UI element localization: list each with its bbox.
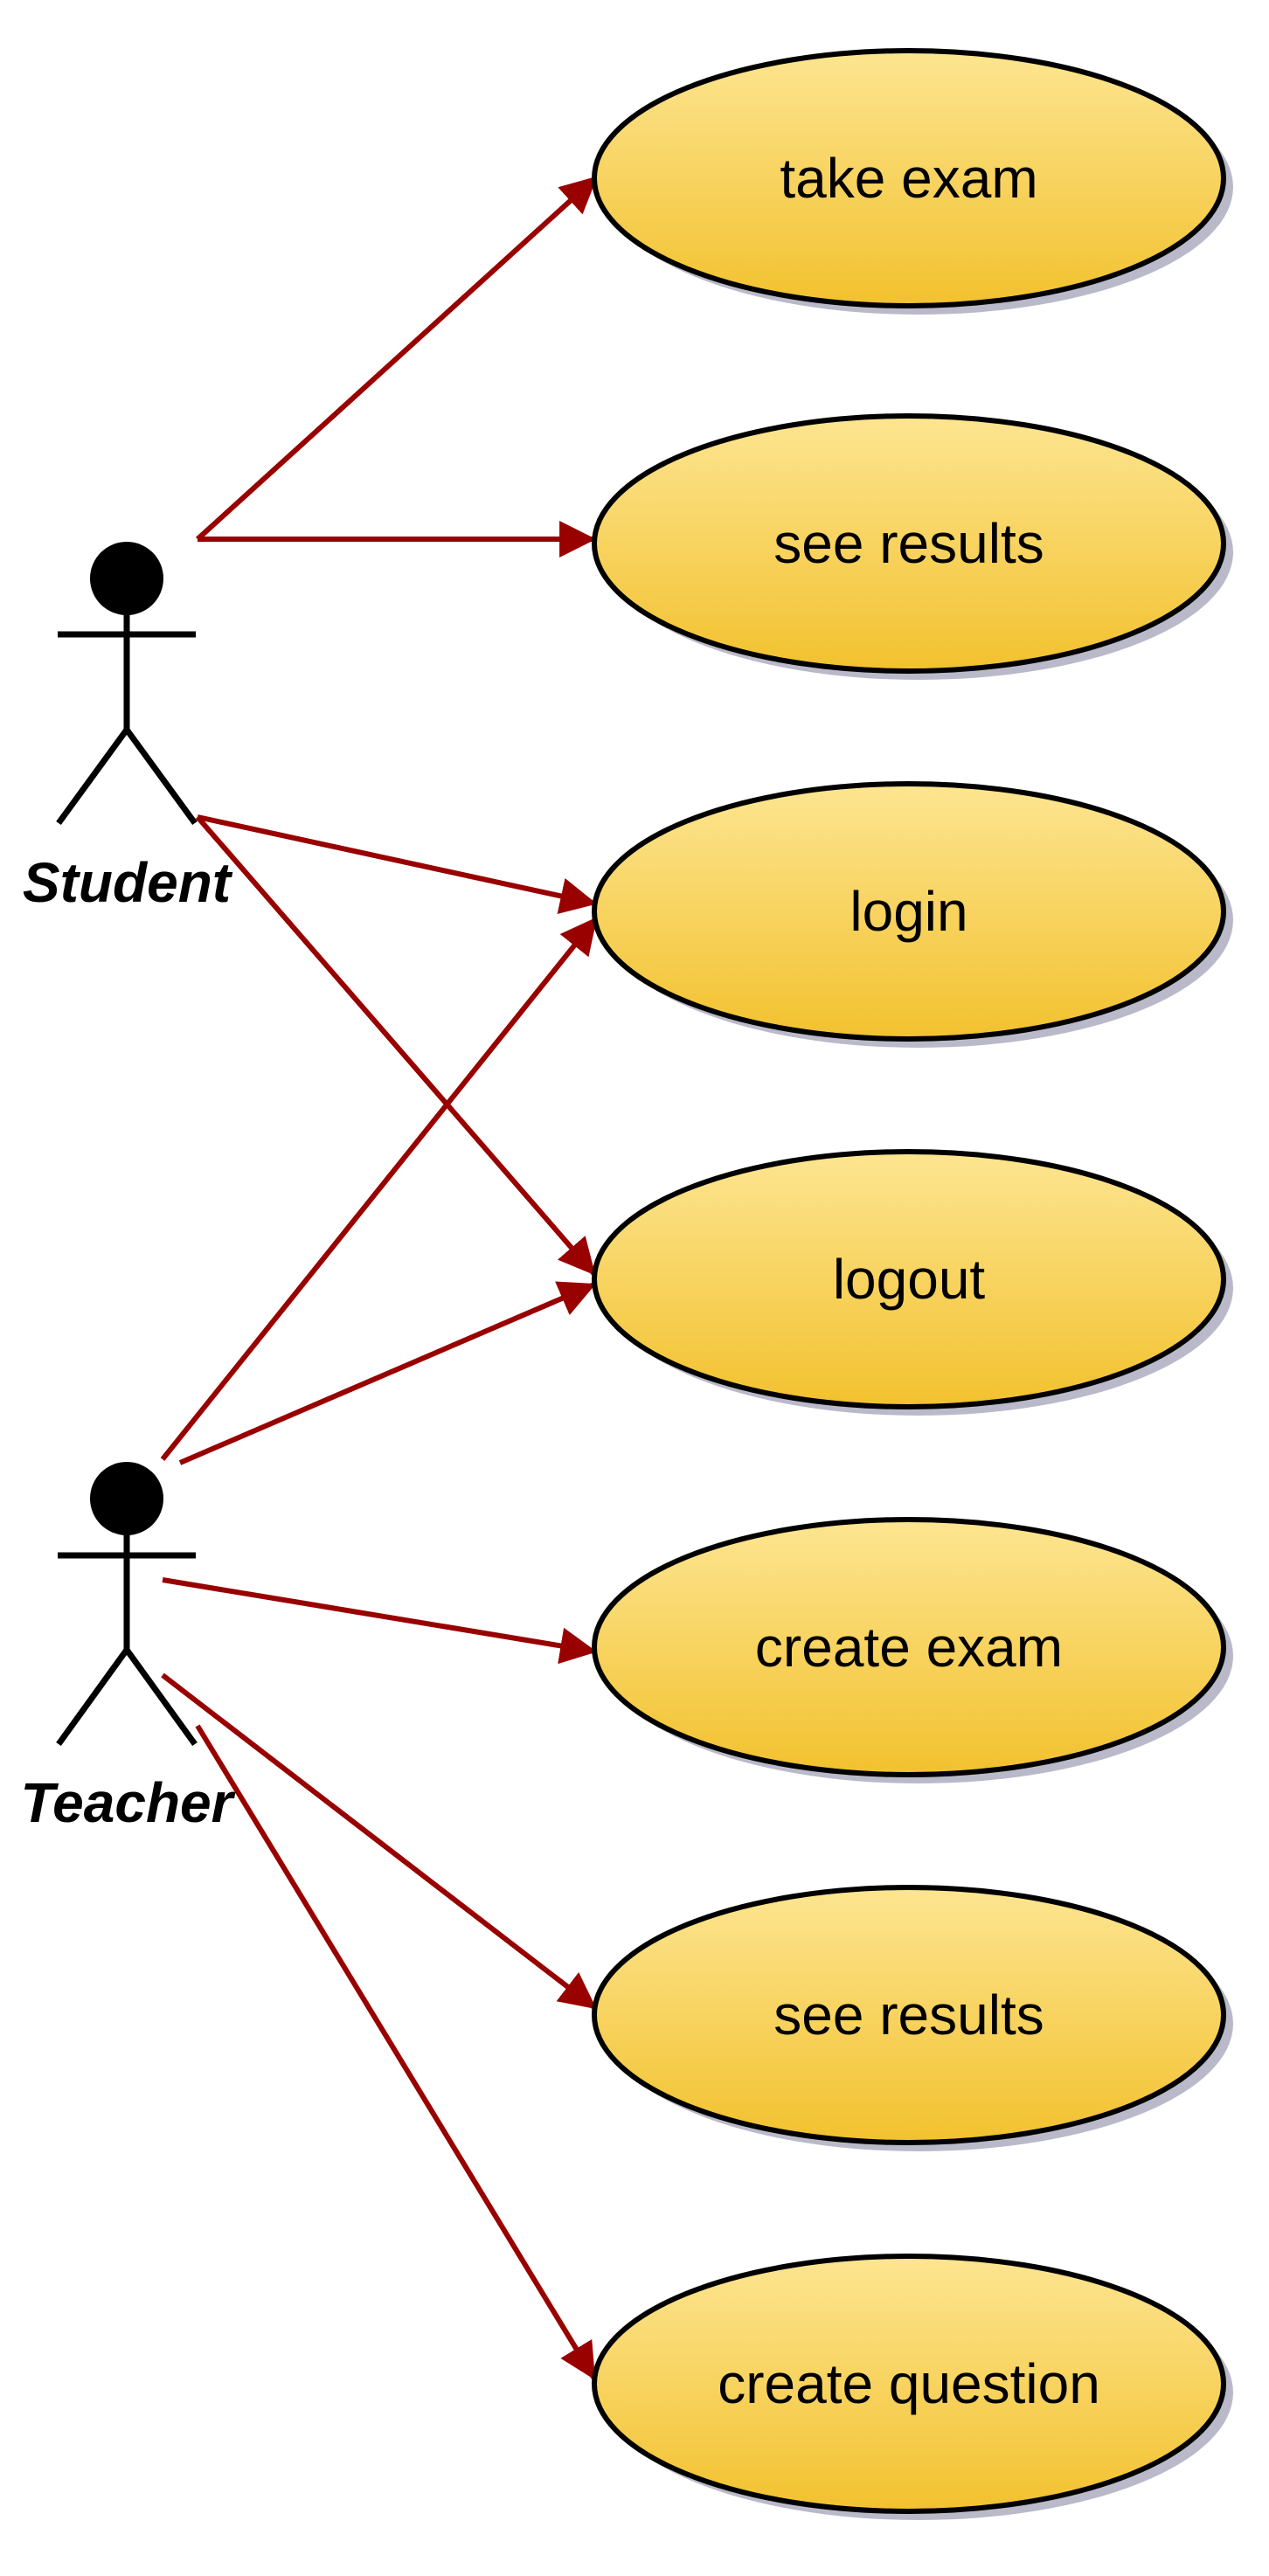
use-case-label: login [849,880,967,943]
actor-teacher[interactable]: Teacher [20,1462,236,1834]
association-arrow-student-take-exam [195,175,599,542]
use-case-label: logout [833,1248,986,1311]
use-case-create-exam[interactable]: create exam [592,1517,1233,1783]
association-arrow-teacher-login [160,917,599,1461]
association-arrow-teacher-see-results-teacher [161,1672,597,2011]
use-case-label: see results [773,1984,1044,2046]
use-case-take-exam[interactable]: take exam [592,48,1233,315]
association-layer [160,175,599,2380]
actor-head-icon [90,542,163,615]
use-case-logout[interactable]: logout [592,1149,1233,1416]
association-arrow-teacher-create-exam [162,1577,598,1665]
association-arrow-teacher-create-question [195,1724,597,2380]
actor-student[interactable]: Student [23,542,233,914]
actor-label: Student [23,851,233,914]
association-arrow-student-logout [195,815,597,1276]
actor-head-icon [90,1462,163,1535]
actor-label: Teacher [20,1771,235,1834]
use-case-label: create question [718,2352,1100,2415]
use-case-see-results-teacher[interactable]: see results [592,1885,1233,2151]
use-case-see-results-student[interactable]: see results [592,413,1233,680]
use-case-label: see results [773,512,1044,575]
use-case-label: create exam [755,1616,1063,1679]
use-case-layer: take exam see results login logout creat… [592,48,1233,2520]
use-case-label: take exam [780,147,1037,210]
use-case-login[interactable]: login [592,781,1233,1048]
association-arrow-teacher-logout [178,1281,596,1465]
association-arrow-student-login [197,814,598,915]
use-case-create-question[interactable]: create question [592,2254,1233,2520]
